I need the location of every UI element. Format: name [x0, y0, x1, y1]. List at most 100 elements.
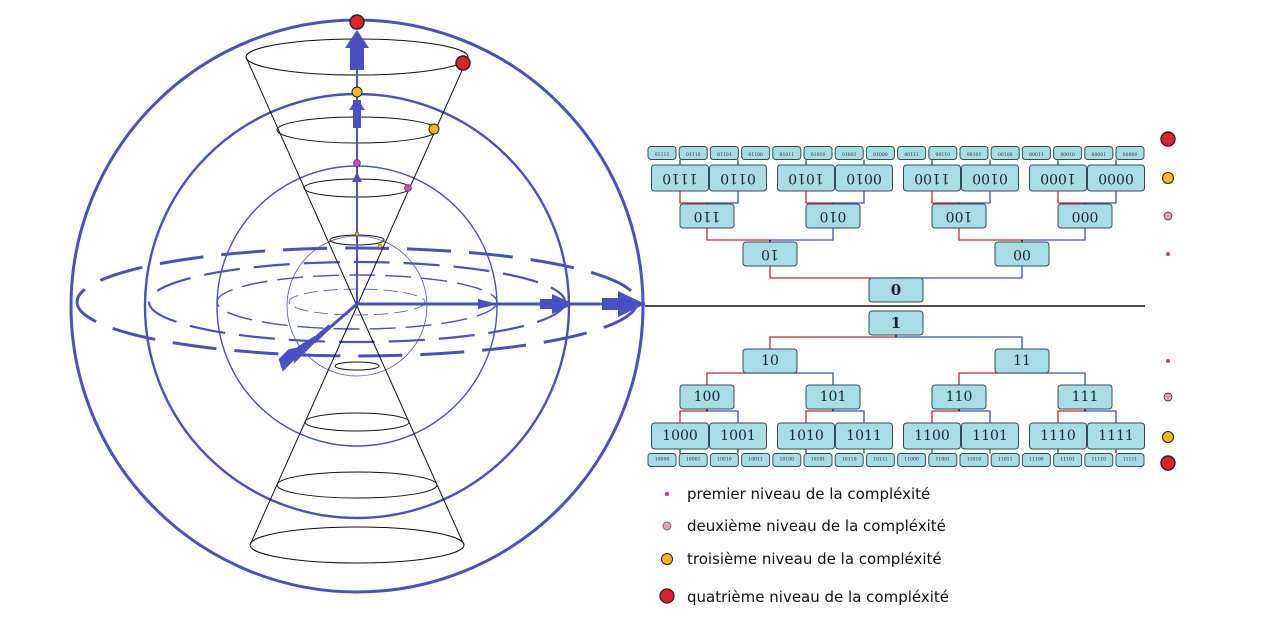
upper_tree-l2-node-box: [805, 203, 861, 229]
vertical-arrow-segment-3: [353, 100, 361, 128]
legend-marker-3: [661, 553, 673, 565]
lower_tree-l3-node: 1110: [1029, 422, 1087, 450]
upper_tree-l4-node: 00100: [990, 146, 1020, 160]
lower_tree-l4-node: 10111: [865, 453, 895, 467]
upper_tree-l4-node-box: [741, 146, 771, 160]
lower_tree-l4-node-box: [928, 453, 958, 467]
figure-level1-dot-axis: [354, 231, 360, 237]
lower_tree-l3-node: 1100: [903, 422, 961, 450]
upper_tree-l3-node-box: [1029, 164, 1087, 192]
lower_tree-l4-node: 10100: [772, 453, 802, 467]
lower_tree-l2-node-box: [1057, 384, 1113, 410]
lower_tree-l4-node-box: [1084, 453, 1114, 467]
lower_tree-l4-node: 10001: [678, 453, 708, 467]
lower_tree-l4-node-label: 10001: [686, 457, 701, 463]
upper_tree-l1-node-box: [742, 241, 798, 267]
lower_tree-l4-node-box: [865, 453, 895, 467]
upper_tree-l4-node-label: 10100: [967, 151, 982, 157]
lower_tree-l3-node-label: 1101: [972, 428, 1008, 444]
lower_tree-l2-node-box: [679, 384, 735, 410]
lower_tree-l1-node-box: [742, 348, 798, 374]
upper_tree-l4-node-label: 11110: [655, 151, 670, 157]
figure-level4-dot-axis: [349, 14, 365, 30]
lower_tree-l1-node-box: [994, 348, 1050, 374]
lower_tree-l3-node-box: [835, 422, 893, 450]
upper_tree-l4-node-label: 10110: [717, 151, 732, 157]
upper_tree-l2-node-label: 010: [820, 208, 847, 224]
upper_tree-l2-node: 010: [805, 203, 861, 229]
lower_tree-l4-node-label: 11111: [1123, 457, 1138, 463]
lower_tree-l4-node: 11011: [990, 453, 1020, 467]
upper_tree-l4-node-label: 00100: [998, 151, 1013, 157]
upper_tree-l1-node: 10: [742, 241, 798, 267]
cone-lower-ring-2: [304, 412, 410, 432]
figure-level1-dot-cone: [377, 243, 383, 249]
lower_tree-l1-node: 11: [994, 348, 1050, 374]
legend-item-2: deuxième niveau de la compléxité: [662, 517, 946, 535]
upper_tree-l4-node-label: 00010: [873, 151, 888, 157]
lower_tree-l3-node-label: 1000: [662, 428, 698, 444]
lower_tree-l4-node-box: [741, 453, 771, 467]
lower_tree-l4-node-box: [803, 453, 833, 467]
lower_tree-l4-node-box: [1115, 453, 1145, 467]
lower_tree-l4-node-box: [897, 453, 927, 467]
lower_tree-l3-node-box: [1029, 422, 1087, 450]
legend-label-3: troisième niveau de la compléxité: [687, 550, 942, 568]
side-marker-upper-l3: [1162, 172, 1174, 184]
upper_tree-l2-node-label: 110: [694, 208, 721, 224]
lower_tree-l3-node-box: [777, 422, 835, 450]
legend-item-3: troisième niveau de la compléxité: [661, 550, 942, 568]
lower_tree-l3-node-label: 1011: [846, 428, 882, 444]
lower_tree-l1-node: 10: [742, 348, 798, 374]
upper_tree-l4-node-label: 11100: [904, 151, 919, 157]
lower_tree-l2-node-box: [805, 384, 861, 410]
lower_tree-l4-node-label: 11101: [1060, 457, 1075, 463]
upper_tree-l2-node-box: [931, 203, 987, 229]
side-marker-upper-l1: [1166, 252, 1170, 256]
upper_tree-l4-node-label: 01000: [1060, 151, 1075, 157]
upper_tree-l4-node: 00110: [741, 146, 771, 160]
lower_tree-l3-node-label: 1110: [1040, 428, 1076, 444]
root-node-1-label: 1: [891, 314, 901, 332]
upper_tree-l4-node: 10010: [834, 146, 864, 160]
upper_tree-l4-node: 10100: [959, 146, 989, 160]
upper_tree-l4-node-box: [647, 146, 677, 160]
figure-level3-dot-cone: [428, 123, 440, 135]
legend-label-4: quatrième niveau de la compléxité: [687, 588, 949, 606]
lower_tree-l2-node-label: 101: [820, 389, 847, 405]
vertical-arrow-head-4: [345, 30, 369, 48]
lower_tree-l4-node-box: [772, 453, 802, 467]
upper_tree-l3-node-box: [961, 164, 1019, 192]
upper_tree-l3-node: 0000: [1087, 164, 1145, 192]
lower_tree-l2-node: 111: [1057, 384, 1113, 410]
upper_tree-l3-node: 0100: [961, 164, 1019, 192]
upper_tree-l3-node-box: [651, 164, 709, 192]
horizontal-arrow-head-2: [478, 299, 498, 309]
cone-upper-left: [245, 56, 358, 307]
lower_tree-l4-node-label: 10101: [811, 457, 826, 463]
legend-item-1: premier niveau de la compléxité: [664, 485, 930, 503]
lower_tree-l4-node-label: 10111: [873, 457, 888, 463]
root-node-1-box: [868, 310, 924, 336]
upper_tree-l4-node-box: [928, 146, 958, 160]
upper_tree-l4-node: 00000: [1115, 146, 1145, 160]
lower_tree-l4-node-label: 11011: [998, 457, 1013, 463]
figure-level4-dot-cone: [455, 55, 471, 71]
lower_tree-l4-node-label: 11100: [1029, 457, 1044, 463]
upper_tree-l4-node-label: 11010: [779, 151, 794, 157]
lower_tree-l4-node-label: 11001: [935, 457, 950, 463]
lower_tree-l2-node-label: 100: [694, 389, 721, 405]
lower_tree-l3-node: 1010: [777, 422, 835, 450]
lower_tree-l4-node: 10101: [803, 453, 833, 467]
lower_tree-l4-node: 11111: [1115, 453, 1145, 467]
side-marker-lower-l4: [1160, 455, 1176, 471]
lower_tree-l1-node-label: 11: [1013, 353, 1031, 369]
lower_tree-l3-node-label: 1100: [914, 428, 950, 444]
lower_tree-l2-node-label: 111: [1072, 389, 1099, 405]
lower_tree-l4-node-label: 10100: [779, 457, 794, 463]
upper_tree-l2-node: 110: [679, 203, 735, 229]
upper_tree-l4-node: 10000: [1084, 146, 1114, 160]
lower_tree-l4-node-label: 10010: [717, 457, 732, 463]
upper_tree-l4-node-box: [959, 146, 989, 160]
